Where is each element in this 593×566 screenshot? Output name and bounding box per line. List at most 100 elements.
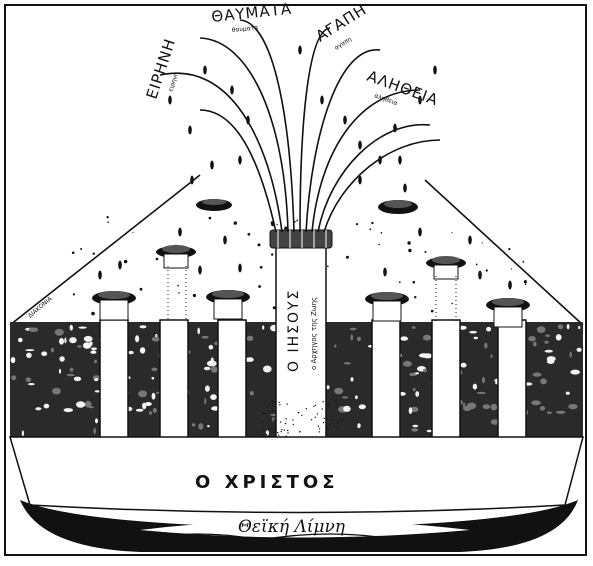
channel-dot [314,404,317,406]
earth-grain [66,373,75,377]
water-drop [210,160,214,170]
earth-grain [95,418,98,424]
earth-grain [50,347,55,353]
earth-grain [578,325,581,330]
water-drop [393,123,397,133]
channel-dot [281,429,283,431]
earth-grain [149,411,152,415]
earth-grain [191,423,196,427]
channel-dot [310,419,313,421]
earth-grain [35,407,42,411]
fountain-heads [92,199,530,328]
earth-grain [326,385,330,390]
earth-grain [486,326,492,332]
speckle [177,284,179,287]
earth-grain [90,350,97,354]
channel-dot [305,407,307,410]
channel-dot [283,429,285,431]
channel-dot [264,412,266,415]
earth-grain [576,347,582,352]
water-drop [358,175,362,185]
speckle [284,226,288,230]
speckle [80,248,83,250]
channel-dot [265,433,268,436]
channel-dot [336,399,338,401]
earth-grain [415,372,419,375]
water-drop [298,45,302,55]
earth-grain [463,402,466,408]
speckle [272,306,276,310]
earth-grain [568,403,578,410]
channel-dot [271,403,273,405]
water-drop [168,95,172,105]
earth-grain [476,391,486,395]
earth-grain [482,404,491,410]
channel-dot [326,427,329,429]
earth-grain [204,398,207,405]
speckle [424,250,427,253]
speckle [91,311,95,316]
earth-grain [54,328,64,336]
column-label: Ο ΙΗΣΟΥΣ [286,289,302,372]
earth-grain [570,369,580,375]
earth-grain [69,337,77,344]
earth-grain [484,342,488,349]
earth-grain [343,362,351,365]
water-drop [378,155,382,165]
earth-grain [94,378,99,382]
earth-grain [490,354,493,359]
speckle [139,287,143,291]
channel-dot [261,434,264,436]
channel-dot [301,414,303,417]
channel-dot [322,401,324,403]
speckle [155,257,159,261]
speckle [398,281,401,283]
pipe-4 [371,319,401,441]
speckle [258,285,261,288]
earth-grain [418,353,429,358]
earth-grain [539,406,546,411]
earth-grain [25,349,35,352]
water-drop [188,125,192,135]
earth-grain [25,377,32,383]
water-drop [238,155,242,165]
earth-grain [10,357,16,364]
water-drop [223,235,227,245]
earth-grain [490,403,498,411]
channel-dot [268,427,271,429]
earth-grain [544,340,549,344]
channel-dot [280,431,282,433]
earth-grain [357,423,361,429]
earth-grain [28,383,35,386]
earth-grain [566,324,570,330]
earth-grain [411,326,416,329]
speckle [259,265,263,269]
earth-grain [198,423,204,430]
central-fountain: Ο ΙΗΣΟΥΣ ο Αρχηγος της Ζωης [269,229,333,372]
earth-grain [210,366,219,373]
earth-grain [490,419,500,425]
channel-dot [262,412,265,414]
earth-grain [555,334,562,341]
earth-grain [565,391,570,395]
channel-dot [318,428,321,430]
earth-grain [84,400,92,408]
earth-grain [203,366,211,371]
water-drop [203,65,207,75]
water-drop [178,227,182,237]
channel-dot [329,419,332,421]
speckle [296,219,299,222]
water-drop [343,115,347,125]
earth-grain [59,338,64,345]
earth-grain [557,324,564,330]
speckle [508,248,511,251]
earth-grain [76,401,86,408]
earth-grain [201,335,209,339]
water-drop [418,95,422,105]
speckle [412,280,416,284]
fountain-head-4 [486,298,530,328]
earth-grain [466,402,477,410]
speckle [414,296,417,299]
water-drop [468,235,472,245]
speckle [345,255,349,259]
